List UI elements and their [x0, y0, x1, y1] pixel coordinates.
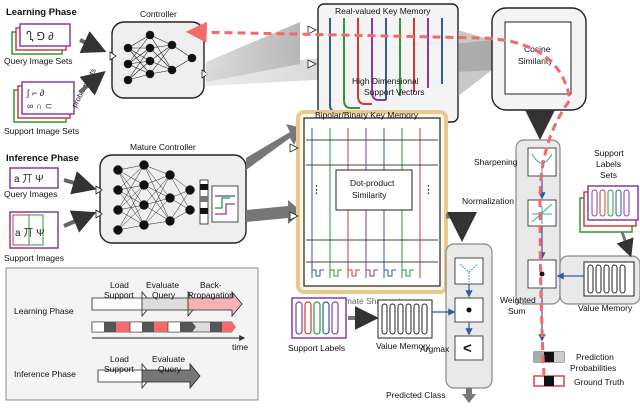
controller-network-icon	[123, 30, 197, 85]
predicted-class-label: Predicted Class	[386, 390, 446, 400]
query-to-controller-arrow	[79, 31, 107, 53]
inference-phase-title: Inference Phase	[6, 153, 79, 164]
labels-sets-to-value-memory-arrow	[616, 231, 634, 258]
mature-output-vector	[199, 179, 239, 225]
mature-to-bipolar-arrow-top	[246, 124, 302, 170]
dot-product-box	[335, 169, 413, 211]
timeline-evaluate-1: Evaluate	[146, 280, 179, 290]
support-labels-sets-line1: Support	[594, 148, 624, 158]
inference-evaluate-query-arrow	[141, 362, 201, 390]
mature-to-bipolar-arrow-mid	[246, 200, 302, 224]
real-memory-title: Real-valued Key Memory	[335, 6, 431, 16]
svg-text:⋮: ⋮	[311, 184, 322, 196]
controller-block	[111, 21, 205, 99]
sharpening-graph-box	[454, 257, 484, 285]
weighted-sum-line1: Weighted	[500, 295, 536, 305]
mature-controller-title: Mature Controller	[130, 142, 196, 152]
support-to-controller-arrow	[78, 70, 106, 96]
inference-evaluate-2: Query	[158, 364, 182, 374]
value-memory-right-label: Value Memory	[578, 303, 633, 313]
mature-network-icon	[113, 160, 195, 235]
argmax-label: Argmax	[420, 344, 450, 354]
timeline-learning-label: Learning Phase	[14, 306, 74, 316]
prediction-probabilities-bar	[533, 351, 565, 363]
support-labels-label: Support Labels	[288, 343, 345, 353]
query-image-sets-label: Query Image Sets	[4, 56, 73, 66]
support-images-arrow	[63, 210, 97, 233]
argmax-box	[454, 335, 484, 361]
timeline-sequence	[91, 321, 246, 341]
support-labels-box	[291, 297, 347, 339]
cosine-line1: Cosine	[524, 44, 551, 54]
query-image-stack: Ⴂ ⅁ ∂	[11, 23, 71, 55]
value-memory-bottom-label: Value Memory	[376, 341, 431, 351]
inference-load-2: Support	[104, 364, 134, 374]
approx-sharpening-label: Approximate Sharpening	[316, 296, 410, 306]
learning-phase-title: Learning Phase	[6, 7, 77, 18]
svg-text:a 丌 Ψ: a 丌 Ψ	[15, 228, 44, 239]
svg-text:⋮: ⋮	[423, 184, 434, 196]
svg-text:∫ ⌐ ∂: ∫ ⌐ ∂	[26, 88, 45, 98]
timeline-load-2: Support	[104, 290, 134, 300]
svg-text:<: <	[463, 340, 472, 357]
support-labels-sets-stack	[579, 185, 639, 233]
normalization-label: Normalization	[462, 196, 514, 206]
timeline-backprop-2: Propagation	[188, 290, 234, 300]
ground-truth-label: Ground Truth	[574, 377, 624, 387]
timeline-time-label: time	[232, 342, 248, 352]
prediction-line2: Probabilities	[570, 363, 616, 373]
ground-truth-bar	[533, 375, 565, 387]
support-labels-sets-line2: Labels	[596, 159, 621, 169]
real-valued-memory-block	[317, 3, 459, 123]
hd-vectors-line1: High Dimensional	[352, 76, 419, 86]
output-arrow-head	[462, 394, 476, 403]
support-image-stack: ∫ ⌐ ∂ ∞ ∩ ⊂	[13, 81, 75, 123]
support-image-sets-label: Support Image Sets	[4, 126, 79, 136]
timeline-load-1: Load	[110, 280, 129, 290]
bipolar-to-sharpening-arrow	[446, 212, 477, 242]
inference-evaluate-1: Evaluate	[152, 354, 185, 364]
hd-vectors-line2: Support Vectors	[364, 87, 424, 97]
memory-to-cosine-beam	[458, 30, 492, 96]
query-images-arrow	[63, 171, 97, 195]
bipolar-memory-title: Bipolar/Binary Key Memory	[315, 110, 419, 120]
svg-text:∞ ∩ ⊂: ∞ ∩ ⊂	[27, 101, 52, 111]
inference-load-1: Load	[110, 354, 129, 364]
support-labels-sets-line3: Sets	[600, 170, 617, 180]
timeline-inference-label: Inference Phase	[14, 369, 76, 379]
svg-text:a 丌 Ψ: a 丌 Ψ	[14, 174, 43, 185]
support-images-label: Support Images	[4, 253, 64, 263]
timeline-backprop-1: Back-	[200, 280, 222, 290]
cosine-line2: Similarity	[518, 56, 553, 66]
dot-product-line1: Dot-product	[350, 178, 395, 188]
weighted-sum-line2: Sum	[508, 306, 525, 316]
learning-backprop-arrow	[187, 290, 243, 318]
query-images-box	[9, 167, 59, 189]
support-images-box: a 丌 Ψ	[9, 211, 59, 249]
timeline-evaluate-2: Query	[152, 290, 176, 300]
value-memory-bottom	[377, 299, 433, 339]
prediction-line1: Prediction	[576, 352, 614, 362]
real-memory-rails	[329, 18, 443, 113]
query-images-label: Query Images	[4, 189, 57, 199]
sharpening-label: Sharpening	[474, 157, 518, 167]
controller-title: Controller	[140, 9, 177, 19]
svg-text:Ⴂ ⅁ ∂: Ⴂ ⅁ ∂	[26, 30, 54, 43]
value-memory-right	[583, 261, 635, 297]
dot-product-line2: Similarity	[352, 190, 387, 200]
cosine-inner-box	[504, 21, 572, 95]
